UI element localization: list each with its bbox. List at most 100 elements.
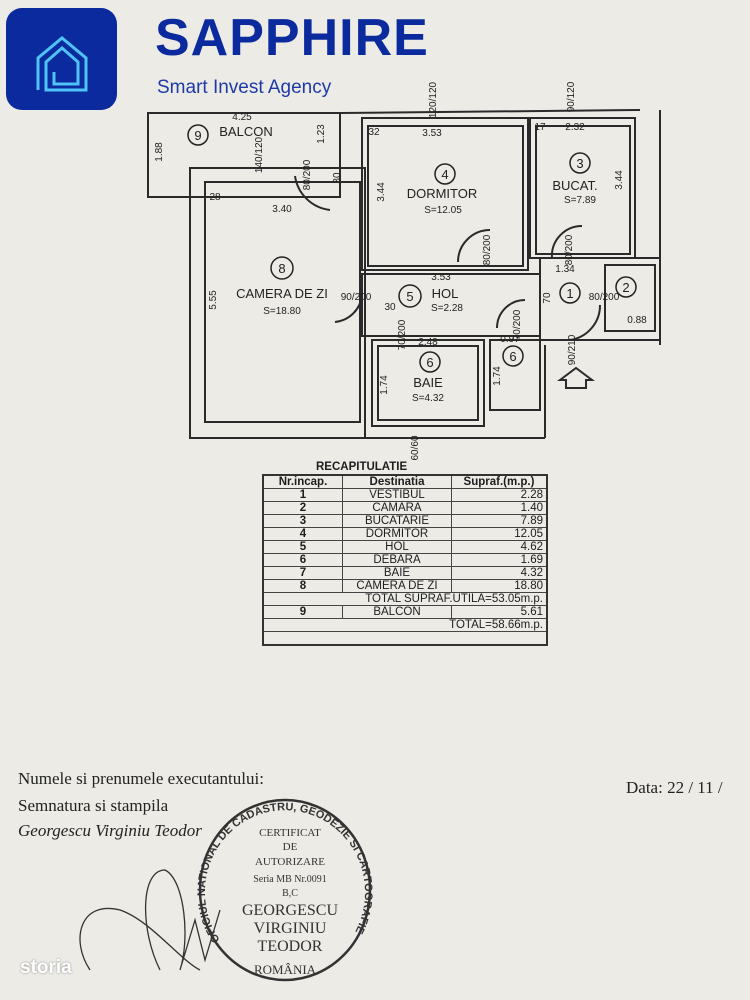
wall-baie <box>371 339 485 427</box>
recap-title: RECAPITULATIE <box>316 461 408 473</box>
dimension-label: 90/210 <box>567 334 578 365</box>
stamp-line: AUTORIZARE <box>255 856 325 868</box>
cell-dest: BUCATARIE <box>342 514 452 528</box>
wall-balcon <box>147 112 341 198</box>
total-util: TOTAL SUPRAF.UTILA=53.05m.p. <box>262 592 548 606</box>
stamp-line: B,C <box>282 888 298 899</box>
cell-nr: 8 <box>262 579 343 593</box>
brand-tagline: Smart Invest Agency <box>157 77 332 98</box>
cell-nr: 5 <box>262 540 343 554</box>
dimension-label: 4.25 <box>232 112 252 123</box>
floor-plan: 9 BALCON 8 CAMERA DE ZI S=18.80 4 DORMIT… <box>147 81 661 461</box>
brand-name: SAPPHIRE <box>155 9 429 67</box>
dimension-label: 1.23 <box>316 124 327 144</box>
dimension-label: 3.44 <box>376 182 387 202</box>
room-number: 5 <box>406 289 413 304</box>
dimension-label: 1.74 <box>379 375 390 395</box>
cell-nr: 7 <box>262 566 343 580</box>
brand-logo <box>6 8 117 110</box>
dimension-label: 80/200 <box>482 234 493 265</box>
stamp-line: TEODOR <box>258 938 323 955</box>
dimension-label: 1.74 <box>492 366 503 386</box>
cell-area: 1.69 <box>451 553 548 567</box>
room-area: S=2.28 <box>431 303 463 314</box>
column-header: Destinatia <box>342 474 452 489</box>
stamp-line: DE <box>283 841 298 853</box>
dimension-label: 30 <box>332 172 343 184</box>
cell-area: 4.62 <box>451 540 548 554</box>
official-stamp: OFICIUL NATIONAL DE CADASTRU, GEODEZIE S… <box>196 798 374 982</box>
dimension-label: 140/120 <box>254 136 265 173</box>
cell-area: 4.32 <box>451 566 548 580</box>
cell-area: 7.89 <box>451 514 548 528</box>
room-name: CAMERA DE ZI <box>236 286 328 301</box>
cell-dest: DORMITOR <box>342 527 452 541</box>
cell-nr: 6 <box>262 553 343 567</box>
cell-dest: CAMARA <box>342 501 452 515</box>
cell-dest: BAIE <box>342 566 452 580</box>
dimension-label: 28 <box>209 192 221 203</box>
dimension-label: 17 <box>534 122 546 133</box>
cell-area: 2.28 <box>451 488 548 502</box>
storia-watermark: storia <box>20 957 72 978</box>
dimension-label: 80/200 <box>564 234 575 265</box>
dimension-label: 90/120 <box>566 81 577 112</box>
stamp-line: VIRGINIU <box>254 920 327 937</box>
dimension-label: 70/200 <box>512 309 523 340</box>
room-number: 8 <box>278 261 285 276</box>
dimension-label: 30 <box>384 302 396 313</box>
cell-dest: DEBARA <box>342 553 452 567</box>
room-name: DORMITOR <box>407 186 478 201</box>
dimension-label: 32 <box>368 127 380 138</box>
stamp-bottom: ROMÂNIA <box>254 962 317 977</box>
executant-label: Numele si prenumele executantului: <box>18 769 264 788</box>
dimension-label: 3.53 <box>431 272 451 283</box>
cell-nr: 1 <box>262 488 343 502</box>
dimension-label: 70/200 <box>397 319 408 350</box>
cell-nr: 2 <box>262 501 343 515</box>
cell-area: 12.05 <box>451 527 548 541</box>
room-area: S=7.89 <box>564 195 596 206</box>
dimension-label: 3.40 <box>272 204 292 215</box>
dimension-label: 0.88 <box>627 315 647 326</box>
cell-dest: BALCON <box>342 605 452 619</box>
cell-nr: 3 <box>262 514 343 528</box>
room-number: 9 <box>194 128 201 143</box>
total: TOTAL=58.66m.p. <box>262 618 548 632</box>
dimension-label: 60/60 <box>410 435 421 460</box>
room-name: HOL <box>432 286 459 301</box>
dimension-label: 2.48 <box>418 337 438 348</box>
dimension-label: 70 <box>542 292 553 304</box>
cell-nr: 9 <box>262 605 343 619</box>
room-number: 4 <box>441 167 448 182</box>
dimension-label: 3.44 <box>614 170 625 190</box>
dimension-label: 1.34 <box>555 264 575 275</box>
total-row: TOTAL=58.66m.p. <box>262 618 548 632</box>
stamp-line: CERTIFICAT <box>259 827 321 839</box>
room-number: 6 <box>426 355 433 370</box>
empty-row <box>262 631 548 646</box>
total-util-row: TOTAL SUPRAF.UTILA=53.05m.p. <box>262 592 548 606</box>
dimension-label: 80/200 <box>589 292 620 303</box>
room-name: BUCAT. <box>552 178 597 193</box>
cell-area: 18.80 <box>451 579 548 593</box>
dimension-label: 2.32 <box>565 122 585 133</box>
cell-dest: VESTIBUL <box>342 488 452 502</box>
dimension-label: 0.97 <box>500 334 520 345</box>
room-number: 6 <box>509 349 516 364</box>
room-area: S=18.80 <box>263 306 301 317</box>
cell-dest: CAMERA DE ZI <box>342 579 452 593</box>
dimension-label: 120/120 <box>428 81 439 118</box>
cell-dest: HOL <box>342 540 452 554</box>
room-area: S=12.05 <box>424 205 462 216</box>
cell-area: 5.61 <box>451 605 548 619</box>
